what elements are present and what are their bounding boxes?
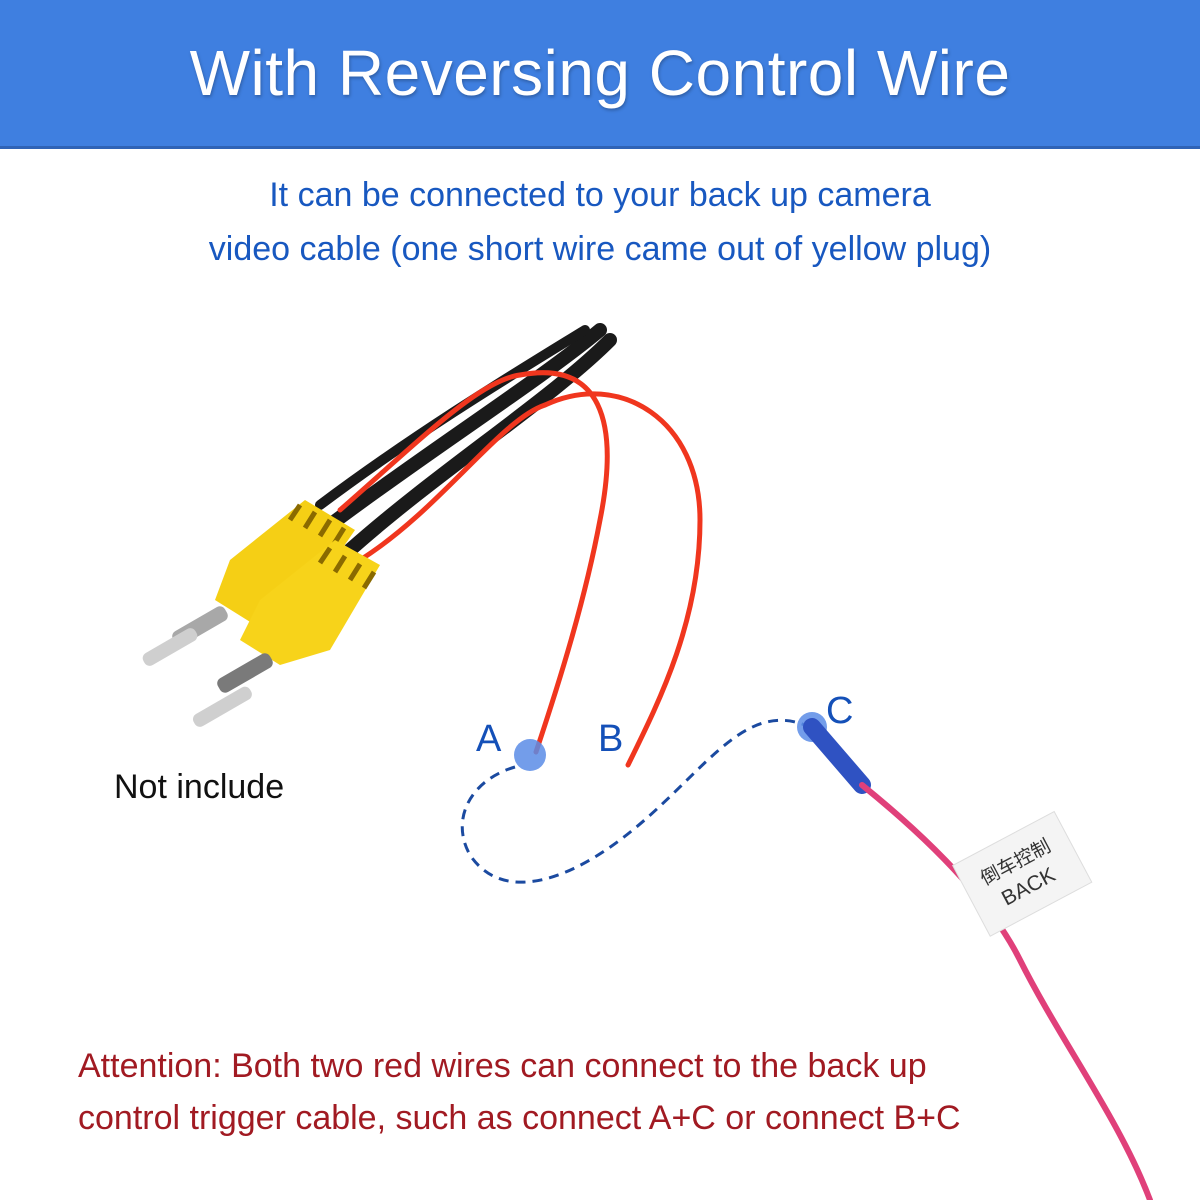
red-wire-a: [517, 370, 610, 755]
blue-connector: [803, 718, 871, 794]
red-wire-b: [542, 391, 703, 768]
subtitle-line-2: video cable (one short wire came out of …: [208, 230, 992, 268]
subtitle-line-1: It can be connected to your back up came…: [269, 176, 931, 214]
not-included-note: Not include: [114, 768, 285, 806]
subtitle: It can be connected to your back up came…: [0, 168, 1200, 276]
point-b-label: B: [598, 718, 624, 760]
attention-line-1: Attention: Both two red wires can connec…: [78, 1047, 927, 1085]
point-a-label: A: [476, 718, 502, 760]
rca-plug-2: [192, 540, 380, 727]
attention-line-2: control trigger cable, such as connect A…: [78, 1099, 961, 1137]
rca-plug-1: [142, 500, 355, 666]
page-title: With Reversing Control Wire: [189, 37, 1011, 109]
red-wire-bundle: [337, 372, 548, 563]
point-a-marker: [514, 739, 546, 771]
attention-note: Attention: Both two red wires can connec…: [0, 1040, 1200, 1144]
point-c-label: C: [826, 690, 854, 732]
dashed-connection-path: [460, 718, 806, 884]
back-label-tag: 倒车控制 BACK: [951, 810, 1093, 937]
header-banner: With Reversing Control Wire: [0, 0, 1200, 149]
pink-trigger-wire: [859, 782, 1153, 1200]
black-cables: [315, 323, 617, 557]
